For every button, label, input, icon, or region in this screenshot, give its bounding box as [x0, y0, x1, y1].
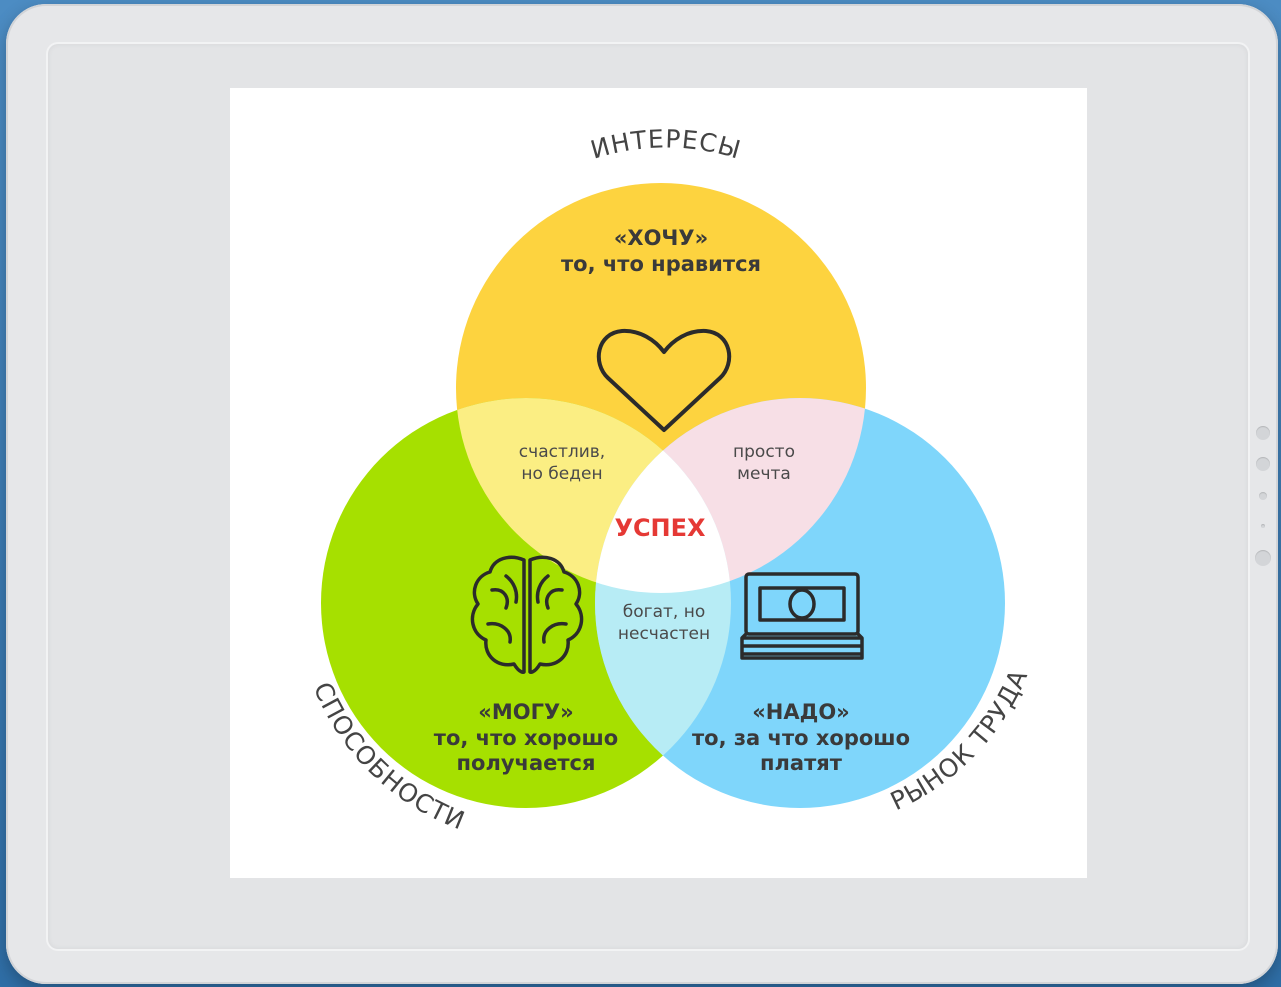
- interests-title: «ХОЧУ»: [613, 226, 709, 250]
- overlap-label-rich-but-unhappy: богат, но несчастен: [617, 602, 711, 644]
- labor-market-subtitle: то, за что хорошо платят: [691, 726, 911, 775]
- success-label: УСПЕХ: [614, 514, 706, 542]
- arc-label-interests: ИНТЕРЕСЫ: [587, 124, 744, 164]
- money-icon: [740, 572, 864, 660]
- tablet-side-button[interactable]: [1256, 426, 1270, 440]
- tablet-camera-dot: [1259, 492, 1267, 500]
- labor-market-title: «НАДО»: [752, 700, 850, 724]
- heart-icon: [596, 328, 732, 432]
- venn-diagram-panel: ИНТЕРЕСЫ СПОСОБНОСТИ РЫНОК ТРУДА «ХОЧУ» …: [230, 88, 1087, 878]
- interests-subtitle: то, что нравится: [560, 252, 762, 276]
- abilities-subtitle: то, что хорошо получается: [433, 726, 619, 775]
- tablet-side-button[interactable]: [1256, 457, 1270, 471]
- overlap-center: [595, 398, 731, 593]
- abilities-title: «МОГУ»: [478, 700, 574, 724]
- overlap-label-happy-but-poor: счастлив, но беден: [518, 442, 606, 484]
- tablet-sensor-dot: [1261, 524, 1265, 528]
- overlap-label-just-a-dream: просто мечта: [733, 442, 795, 484]
- tablet-side-button[interactable]: [1255, 550, 1271, 566]
- venn-diagram: ИНТЕРЕСЫ СПОСОБНОСТИ РЫНОК ТРУДА: [308, 124, 1033, 835]
- brain-icon: [470, 555, 584, 674]
